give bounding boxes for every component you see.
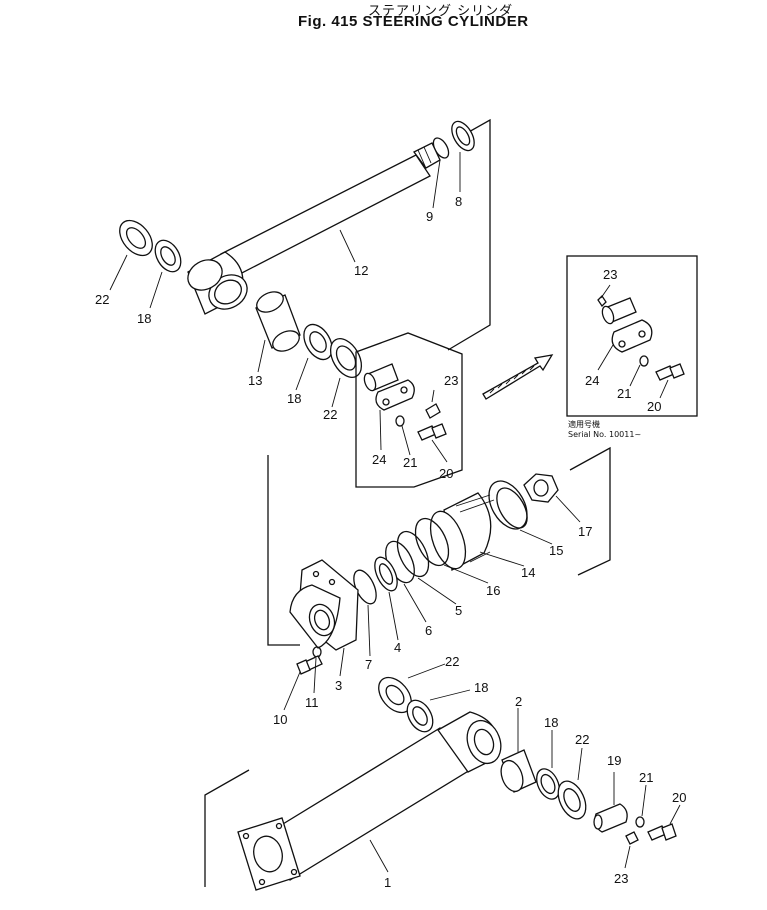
part-18-bearing-lower [406,699,434,733]
part-18-bearing-mid [303,323,333,361]
label-8: 8 [455,194,462,209]
part-23-fitting-lower [625,831,639,845]
label-3: 3 [335,678,342,693]
label-21-right: 21 [617,386,631,401]
part-labels: 1 2 3 4 5 6 7 8 9 10 11 12 13 14 15 16 1… [95,194,686,890]
label-18-top: 18 [137,311,151,326]
group-bracket-upper [447,118,491,351]
label-22-lower: 22 [445,654,459,669]
label-14: 14 [521,565,535,580]
applicable-label: 適用号機 [568,419,600,429]
label-22-right: 22 [575,732,589,747]
label-10: 10 [273,712,287,727]
part-17-nut [523,473,559,503]
part-13-bushing [255,291,301,352]
part-2-bushing [500,749,537,793]
part-18-bearing-right [536,768,560,800]
part-19-pin [593,803,628,833]
label-21-lower: 21 [639,770,653,785]
label-20-mid: 20 [439,466,453,481]
label-6: 6 [425,623,432,638]
label-18-mid: 18 [287,391,301,406]
direction-arrow [482,354,554,400]
label-16: 16 [486,583,500,598]
part-22-washer-top [119,219,153,257]
label-19: 19 [607,753,621,768]
figure-title: Fig. 415 STEERING CYLINDER [298,13,529,30]
label-24-mid: 24 [372,452,386,467]
part-12-piston-rod [187,142,441,315]
pin-inset-middle [355,332,463,488]
label-15: 15 [549,543,563,558]
label-22-mid: 22 [323,407,337,422]
rod-group [119,118,491,378]
label-11: 11 [305,695,319,710]
part-18-bearing-top [154,239,182,273]
part-3-cylinder-head [289,559,359,651]
label-5: 5 [455,603,462,618]
part-4-seal [374,556,398,592]
label-12: 12 [354,263,368,278]
label-23-lower: 23 [614,871,628,886]
leader-lines [109,152,681,873]
label-24-right: 24 [585,373,599,388]
part-1-cylinder-tube [237,711,502,891]
label-1: 1 [384,875,391,890]
label-4: 4 [394,640,401,655]
part-21-washer-lower [635,816,645,828]
part-15-wear-ring [488,480,528,530]
label-21-mid: 21 [403,455,417,470]
label-18-right: 18 [544,715,558,730]
part-22-washer-right [557,780,587,820]
label-7: 7 [365,657,372,672]
label-20-lower: 20 [672,790,686,805]
part-5-ring [396,530,430,578]
label-18-lower: 18 [474,680,488,695]
tube-group [204,676,677,891]
label-20-right: 20 [647,399,661,414]
label-23-mid: 23 [444,373,458,388]
part-20-bolt-lower [647,823,677,841]
serial-number: Serial No. 10011~ [568,430,641,439]
pin-inset-right [566,255,698,417]
label-17: 17 [578,524,592,539]
group-bracket-left [267,455,300,646]
seal-group [267,446,611,675]
figure-title-japanese: ステアリング シリンダ [368,4,514,19]
part-14-piston [429,492,495,572]
label-2: 2 [515,694,522,709]
label-9: 9 [426,209,433,224]
part-16-seal [414,517,450,567]
part-8-seal [451,120,475,152]
label-13: 13 [248,373,262,388]
group-bracket-lower [204,769,250,887]
part-11-washer [312,646,322,658]
group-bracket-right [569,446,611,576]
part-10-bolt [296,655,323,675]
label-23-right: 23 [603,267,617,282]
label-22-top: 22 [95,292,109,307]
